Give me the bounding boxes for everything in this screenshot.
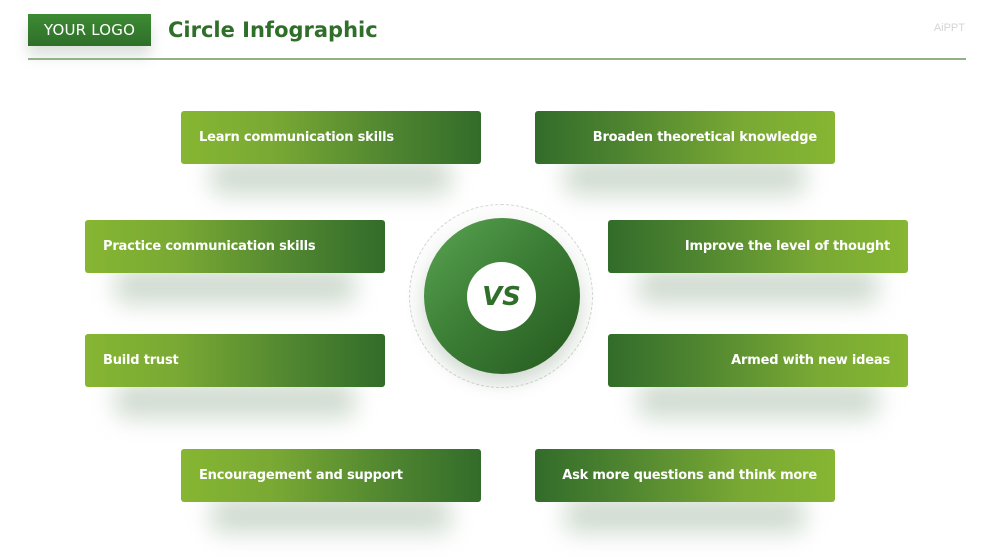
card-label: Build trust <box>85 334 385 387</box>
card-label: Practice communication skills <box>85 220 385 273</box>
logo: YOUR LOGO <box>28 14 151 46</box>
brand-watermark: AiPPT <box>933 22 965 34</box>
card-label: Encouragement and support <box>181 449 481 502</box>
page-title: Circle Infographic <box>168 18 378 42</box>
left-item-1: Learn communication skills <box>181 111 481 195</box>
right-item-3: Armed with new ideas <box>608 334 908 418</box>
right-item-2: Improve the level of thought <box>608 220 908 304</box>
right-item-1: Broaden theoretical knowledge <box>535 111 835 195</box>
card-shadow <box>115 382 355 418</box>
card-label: Improve the level of thought <box>608 220 908 273</box>
card-shadow <box>638 382 878 418</box>
card-label: Learn communication skills <box>181 111 481 164</box>
card-shadow <box>638 268 878 304</box>
header-divider <box>28 58 966 60</box>
card-label: Broaden theoretical knowledge <box>535 111 835 164</box>
card-shadow <box>565 159 805 195</box>
right-item-4: Ask more questions and think more <box>535 449 835 533</box>
left-item-3: Build trust <box>85 334 385 418</box>
left-item-2: Practice communication skills <box>85 220 385 304</box>
vs-badge: VS <box>467 262 536 331</box>
card-shadow <box>565 497 805 533</box>
card-label: Ask more questions and think more <box>535 449 835 502</box>
left-item-4: Encouragement and support <box>181 449 481 533</box>
card-shadow <box>211 497 451 533</box>
card-shadow <box>211 159 451 195</box>
card-label: Armed with new ideas <box>608 334 908 387</box>
card-shadow <box>115 268 355 304</box>
